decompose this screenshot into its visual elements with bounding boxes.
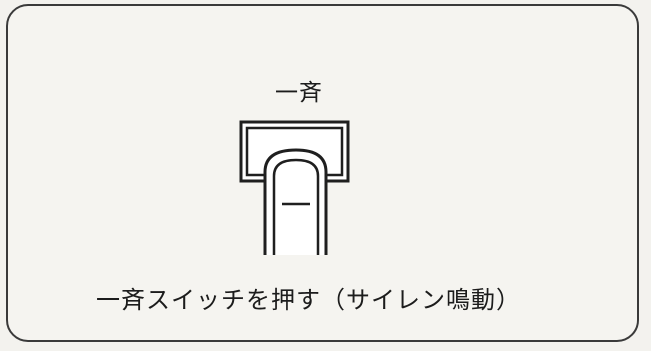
switch-label: 一斉: [275, 80, 323, 106]
instruction-caption: 一斉スイッチを押す（サイレン鳴動）: [96, 286, 521, 314]
finger-icon: [263, 148, 328, 255]
